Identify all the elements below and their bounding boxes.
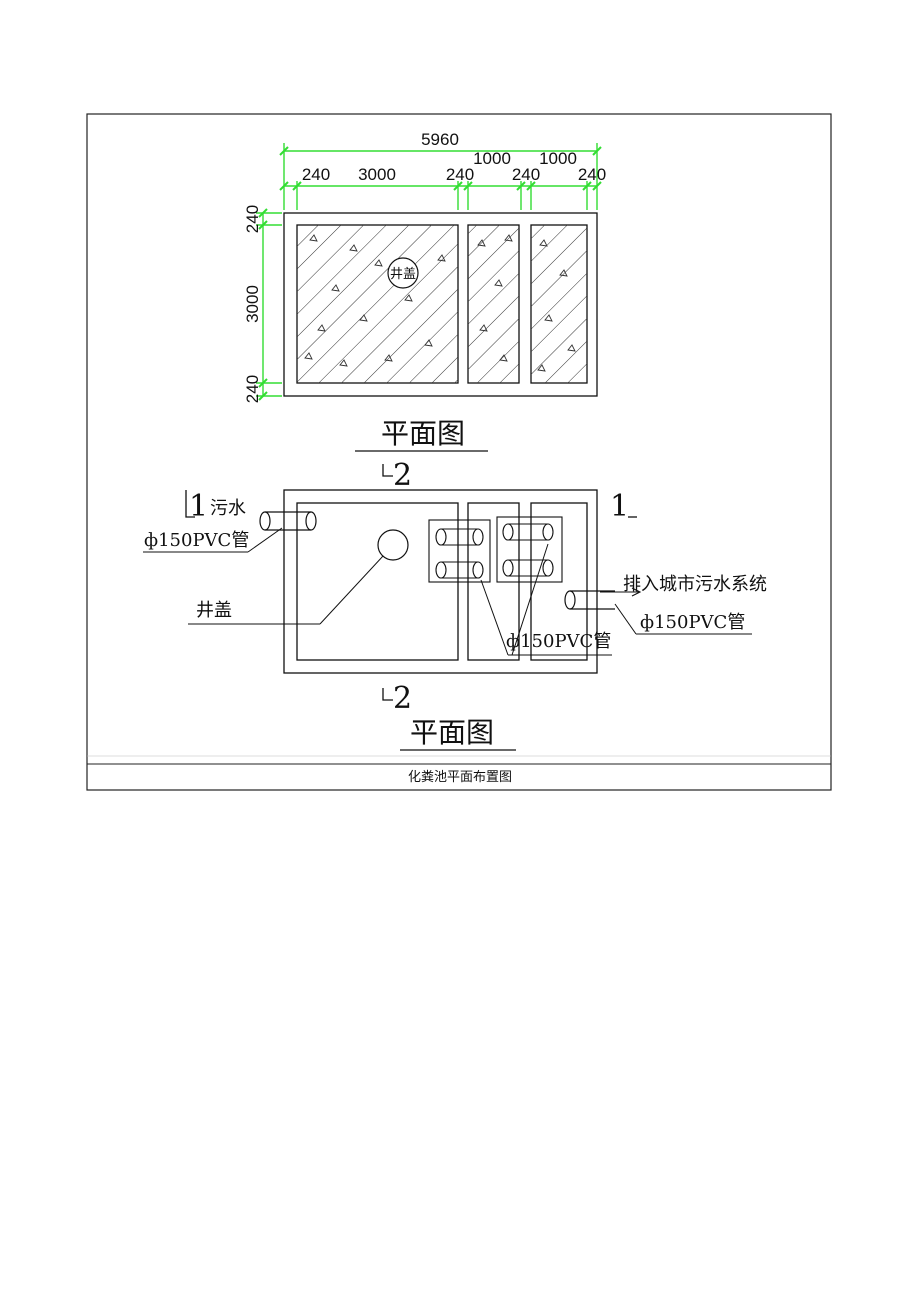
inlet-label: 污水 <box>210 498 246 519</box>
dim-vertical-1: 240 <box>243 205 262 233</box>
dim-bottom-4: 240 <box>512 165 540 184</box>
concrete-aggregate-marks <box>304 234 576 372</box>
sheet-frame <box>86 113 832 791</box>
svg-text:2: 2 <box>393 458 412 493</box>
dim-vertical-3: 240 <box>243 375 262 403</box>
outlet-pipe <box>564 590 615 610</box>
dim-bottom-2: 3000 <box>358 165 396 184</box>
outlet-label: 排入城市污水系统 <box>623 574 767 595</box>
dim-bottom-1: 240 <box>302 165 330 184</box>
dim-overall-width: 5960 <box>421 130 459 149</box>
dim-bottom-5: 240 <box>578 165 606 184</box>
svg-text:1: 1 <box>189 489 208 524</box>
plan-title-top: 平面图 <box>381 417 465 450</box>
manhole-cover-top <box>387 257 419 289</box>
section-mark-1-left: 1 <box>185 489 208 524</box>
dim-vertical-2: 3000 <box>243 285 262 323</box>
inlet-leader-diag <box>247 527 283 553</box>
inlet-pipe-label: ф150PVC管 <box>144 530 249 551</box>
baffle-pipe-box-1 <box>428 519 491 583</box>
inlet-pipe <box>259 511 317 531</box>
outlet-arrow <box>600 587 642 597</box>
drawing-caption: 化粪池平面布置图 <box>408 770 512 785</box>
manhole-label-top: 井盖 <box>390 267 416 282</box>
manhole-label-bottom: 井盖 <box>196 600 232 621</box>
section-mark-2-bottom: 2 <box>382 681 412 716</box>
baffle-pipe-box-2 <box>496 516 563 583</box>
plan-title-bottom: 平面图 <box>410 716 494 749</box>
dim-top-2: 1000 <box>539 149 577 168</box>
internal-pipe-label: ф150PVC管 <box>506 631 611 652</box>
section-mark-2-top: 2 <box>382 458 412 493</box>
dimension-ticks <box>258 146 602 401</box>
section-mark-1-right: 1 <box>610 489 637 524</box>
outlet-leader-diag <box>614 603 637 635</box>
manhole-leader-diag <box>319 555 384 625</box>
hatching <box>297 225 587 383</box>
dim-bottom-3: 240 <box>446 165 474 184</box>
manhole-cover-bottom <box>377 529 409 561</box>
svg-text:2: 2 <box>393 681 412 716</box>
outlet-pipe-label: ф150PVC管 <box>640 612 745 633</box>
internal-pipe-leaders <box>480 543 612 656</box>
dim-top-1: 1000 <box>473 149 511 168</box>
svg-text:1: 1 <box>610 489 629 524</box>
